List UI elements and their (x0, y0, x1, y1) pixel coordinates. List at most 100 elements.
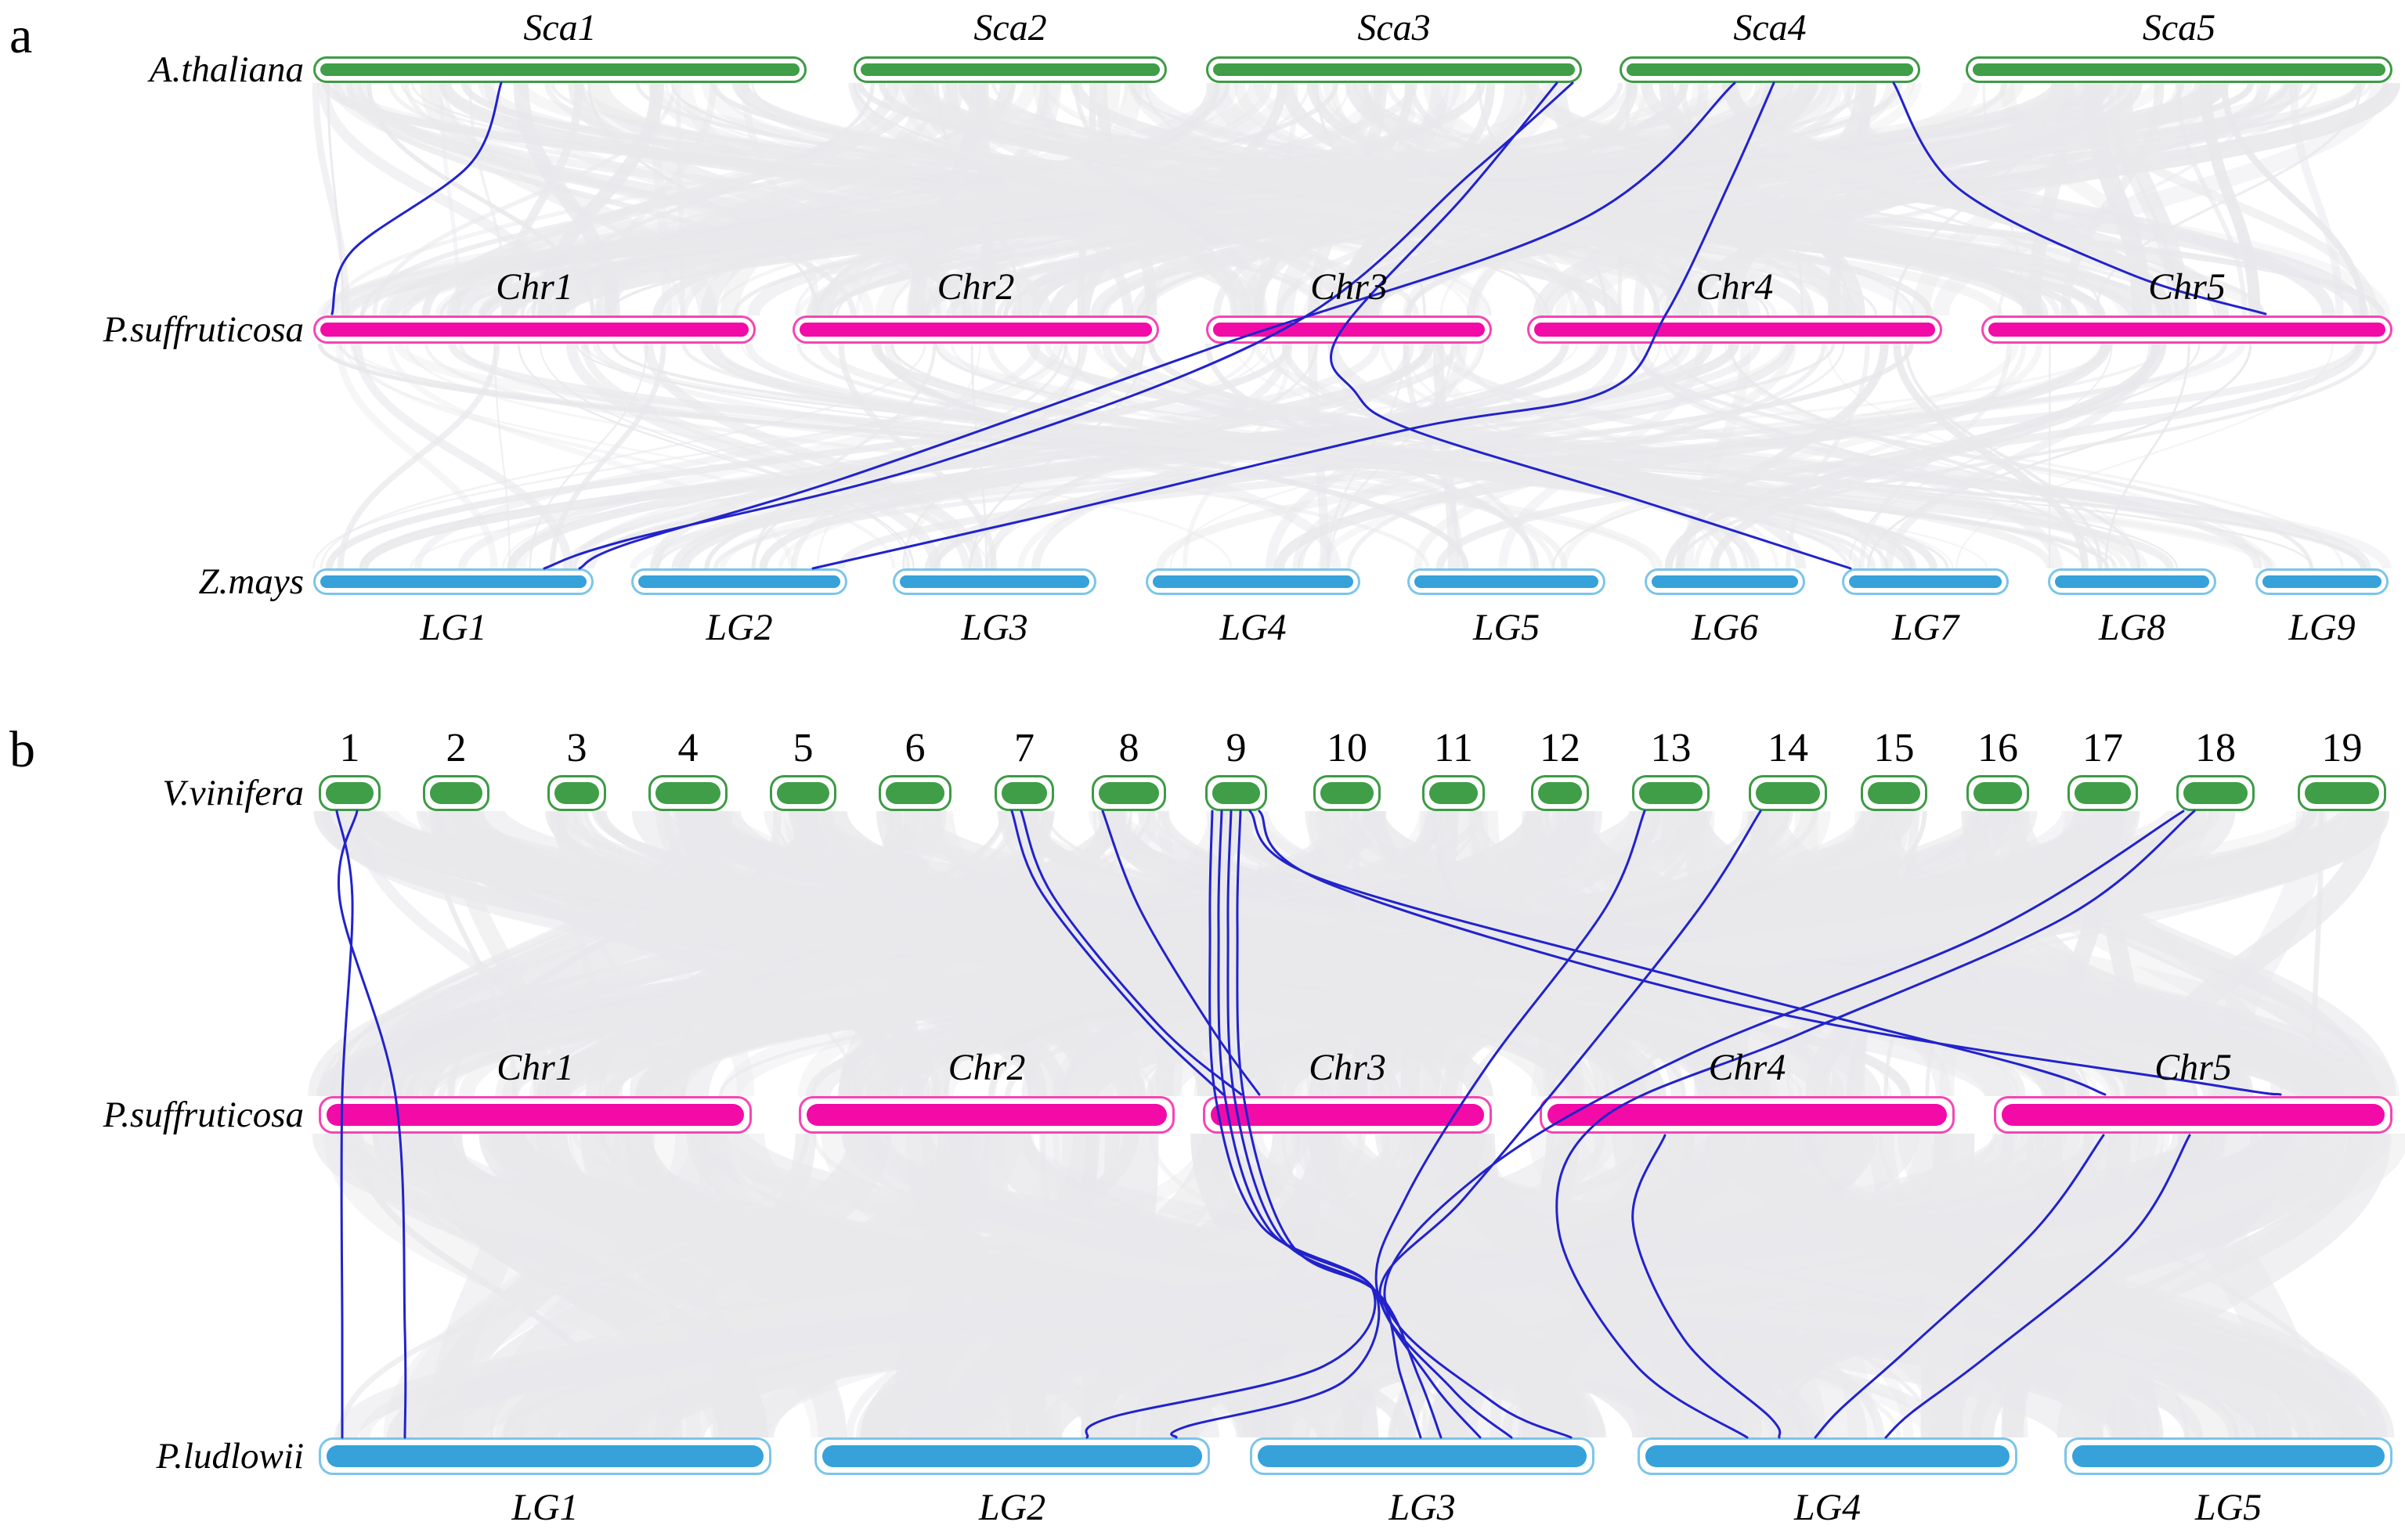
synteny-ribbon (702, 342, 1915, 570)
synteny-ribbon (650, 81, 2102, 317)
chromosome-b-V.vinifera-15 (1861, 775, 1927, 811)
chromosome-label-b-8: 8 (1118, 726, 1139, 770)
chromosome-a-Z.mays-LG8 (2048, 568, 2216, 595)
chromosome-b-V.vinifera-9 (1205, 775, 1267, 811)
synteny-ribbon (1065, 807, 2390, 1100)
synteny-ribbon (531, 82, 875, 316)
chromosome-label-b-5: 5 (793, 726, 814, 770)
chromosome-label-a-LG1: LG1 (420, 607, 487, 648)
chromosome-b-V.vinifera-1 (319, 775, 381, 811)
chromosome-core (638, 575, 840, 588)
chromosome-a-A.thaliana-Sca2 (854, 56, 1167, 83)
highlight-synteny-link (335, 810, 354, 1439)
highlight-synteny-link (543, 81, 1574, 570)
chromosome-label-b-2: 2 (446, 726, 467, 770)
chromosome-a-A.thaliana-Sca4 (1620, 56, 1920, 83)
synteny-ribbon (1375, 1133, 1885, 1438)
chromosome-a-P.suffruticosa-Chr1 (313, 316, 756, 344)
chromosome-core (1868, 782, 1920, 804)
chromosome-b-P.suffruticosa-Chr4 (1540, 1096, 1955, 1134)
chromosome-label-b-10: 10 (1327, 726, 1367, 770)
panel-a-letter: a (9, 7, 33, 64)
chromosome-core (1099, 782, 1159, 804)
chromosome-b-V.vinifera-19 (2298, 775, 2386, 811)
synteny-ribbon (2116, 82, 2190, 316)
chromosome-b-V.vinifera-10 (1313, 775, 1381, 811)
chromosome-label-b-4: 4 (677, 726, 699, 770)
synteny-ribbon (925, 82, 1461, 316)
synteny-ribbon (1955, 343, 2334, 569)
highlight-synteny-link (1631, 1134, 1782, 1439)
synteny-ribbon (500, 82, 583, 316)
chromosome-core (807, 1104, 1167, 1126)
chromosome-core (1849, 575, 2002, 588)
chromosome-core (2262, 575, 2382, 588)
chromosome-core (1212, 782, 1260, 804)
highlight-synteny-link (338, 810, 407, 1439)
synteny-ribbon (1846, 810, 1981, 1097)
synteny-ribbon (1302, 1133, 1428, 1438)
chromosome-label-a-LG7: LG7 (1891, 607, 1959, 648)
chromosome-b-V.vinifera-5 (770, 775, 836, 811)
chromosome-b-P.suffruticosa-Chr3 (1203, 1096, 1492, 1134)
chromosome-core (1213, 323, 1485, 337)
synteny-ribbon (507, 342, 1435, 570)
synteny-ribbon (350, 343, 896, 569)
synteny-ribbon (954, 82, 2386, 316)
synteny-ribbon (1143, 82, 2127, 316)
synteny-ribbon (889, 810, 2342, 1097)
synteny-ribbon (486, 1130, 1594, 1441)
chromosome-b-V.vinifera-11 (1422, 775, 1485, 811)
chromosome-a-P.suffruticosa-Chr5 (1981, 316, 2392, 344)
highlight-synteny-link (1236, 810, 1443, 1439)
chromosome-b-V.vinifera-8 (1092, 775, 1166, 811)
species-label-a-thaliana: A.thaliana (149, 49, 304, 90)
chromosome-core (1645, 1445, 2010, 1467)
synteny-ribbon (601, 82, 1061, 316)
chromosome-label-a-LG3: LG3 (961, 607, 1028, 648)
chromosome-core (1213, 63, 1575, 76)
chromosome-a-Z.mays-LG9 (2255, 568, 2389, 595)
synteny-ribbon (853, 82, 1549, 316)
species-label-p-ludlowii: P.ludlowii (156, 1436, 304, 1477)
synteny-ribbon (565, 343, 941, 569)
chromosome-label-b-Chr4: Chr4 (1708, 1047, 1786, 1088)
chromosome-label-a-Sca1: Sca1 (523, 7, 597, 49)
synteny-ribbon (580, 343, 970, 569)
chromosome-core (1002, 782, 1047, 804)
chromosome-label-a-Sca4: Sca4 (1733, 7, 1807, 49)
chromosome-label-b-3: 3 (566, 726, 587, 770)
chromosome-core (655, 782, 720, 804)
synteny-ribbon (1033, 82, 1268, 316)
synteny-ribbon (513, 82, 620, 316)
synteny-ribbon (713, 82, 1550, 316)
chromosome-b-V.vinifera-17 (2067, 775, 2138, 811)
highlight-synteny-link (1892, 81, 2267, 316)
chromosome-core (1414, 575, 1598, 588)
chromosome-label-a-Chr1: Chr1 (496, 266, 573, 308)
synteny-ribbon (1982, 82, 2024, 316)
synteny-ribbon (1723, 1131, 2388, 1441)
chromosome-core (2305, 782, 2379, 804)
synteny-ribbon (385, 810, 1343, 1097)
synteny-ribbon (335, 343, 498, 569)
highlight-synteny-link (1383, 810, 2185, 1439)
chromosome-core (800, 323, 1152, 337)
species-label-p-suffruticosa-a: P.suffruticosa (103, 309, 304, 350)
chromosome-label-b-12: 12 (1540, 726, 1580, 770)
chromosome-core (320, 63, 800, 76)
chromosome-core (327, 1445, 764, 1467)
chromosome-core (1652, 575, 1798, 588)
synteny-ribbon (1652, 82, 2318, 316)
synteny-ribbon (1273, 342, 2111, 570)
synteny-ribbon (705, 1131, 2320, 1440)
synteny-ribbon (1884, 343, 2157, 569)
chromosome-b-V.vinifera-6 (879, 775, 952, 811)
chromosome-label-b-LG4: LG4 (1793, 1487, 1862, 1528)
synteny-ribbon (343, 343, 989, 569)
synteny-ribbon (1426, 1133, 2240, 1438)
highlight-synteny-link (811, 81, 1775, 570)
synteny-ribbon (1281, 343, 1738, 569)
highlight-synteny-link (1226, 810, 1422, 1439)
